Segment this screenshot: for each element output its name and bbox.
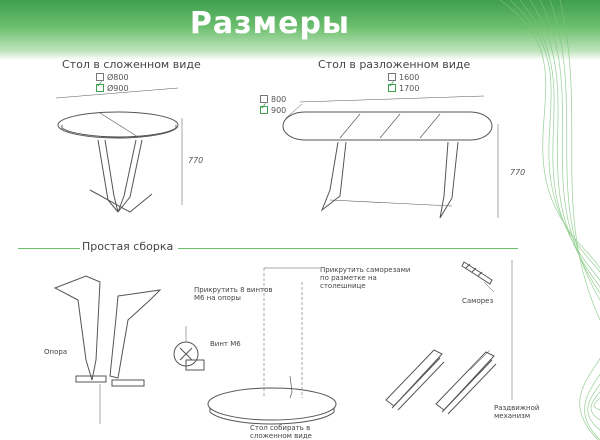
checkbox-checked-icon <box>96 80 104 92</box>
tabletop-drawing <box>207 267 337 425</box>
screw-tapping-label: Прикрутить саморезами по разметке на сто… <box>320 266 411 290</box>
section-divider-left <box>18 248 80 249</box>
length-option-1700: 1700 <box>388 80 420 93</box>
folded-option-900: Ø900 <box>96 80 129 93</box>
unfolded-table-label: Стол в разложенном виде <box>318 58 471 71</box>
bolt-label: Винт М6 <box>210 340 241 348</box>
unfolded-height: 770 <box>510 168 526 177</box>
option-text: 900 <box>271 106 287 115</box>
header-band <box>0 0 600 60</box>
tapping-screw-label: Саморез <box>462 297 494 305</box>
bolt-drawing <box>173 326 205 371</box>
option-text: Ø800 <box>107 73 129 82</box>
screw-bolts-label: Прикрутить 8 винтов М6 на опоры <box>194 286 273 302</box>
folded-table <box>55 87 183 213</box>
checkbox-checked-icon <box>388 80 396 92</box>
support-legs <box>53 275 162 424</box>
mechanism-label: Раздвижной механизм <box>494 404 540 420</box>
option-text: Ø900 <box>107 84 129 93</box>
checkbox-checked-icon <box>260 102 268 114</box>
section-divider-right <box>178 248 518 249</box>
width-option-900: 900 <box>260 102 287 115</box>
unfolded-table <box>282 95 499 219</box>
tapping-screw-drawing <box>461 261 495 293</box>
option-text: 1600 <box>399 73 420 82</box>
decorative-swirl <box>499 0 600 440</box>
extension-mechanism <box>385 260 513 415</box>
option-text: 1700 <box>399 84 420 93</box>
support-label: Опора <box>44 348 68 356</box>
option-text: 800 <box>271 95 287 104</box>
assembly-label: Простая сборка <box>82 240 174 253</box>
folded-table-label: Стол в сложенном виде <box>62 58 201 71</box>
folded-height: 770 <box>188 156 204 165</box>
page-title: Размеры <box>189 6 351 41</box>
assemble-note: Стол собирать в сложенном виде <box>250 424 312 440</box>
